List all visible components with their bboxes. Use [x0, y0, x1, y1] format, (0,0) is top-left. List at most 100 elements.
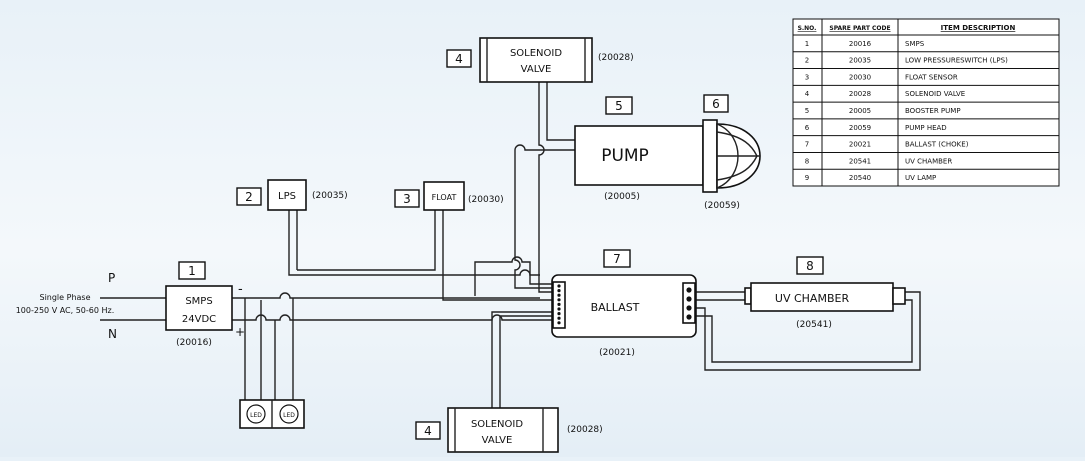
wire-sol-bottom-2	[499, 315, 555, 408]
table-cell-description: PUMP HEAD	[905, 124, 947, 132]
pump-number-box	[605, 96, 633, 115]
table-cell-description: BALLAST (CHOKE)	[905, 141, 969, 149]
float-number: 3	[403, 192, 411, 206]
ballast-input-pins	[557, 284, 561, 325]
table-cell-description: LOW PRESSURESWITCH (LPS)	[905, 57, 1008, 65]
wire-uv-return-inner	[695, 299, 913, 363]
solenoid-valve-top: 4 SOLENOID VALVE (20028)	[446, 37, 634, 83]
solenoid-bottom-number: 4	[424, 424, 432, 438]
uv-chamber-box	[750, 282, 894, 312]
lps-code: (20035)	[312, 191, 348, 201]
float-box	[423, 181, 465, 211]
ballast-component: 7 BALLAST (20021)	[551, 249, 697, 358]
table-header-row	[792, 18, 1060, 36]
solenoid-top-number: 4	[455, 52, 463, 66]
solenoid-top-box	[479, 37, 593, 83]
ballast-input-pin	[557, 312, 561, 316]
ballast-output-pin	[686, 296, 692, 302]
table-cell-sno: 4	[805, 90, 810, 98]
solenoid-top-line2: VALVE	[521, 64, 552, 75]
table-cell-sno: 6	[805, 124, 810, 132]
ballast-input-pin	[557, 289, 561, 293]
float-component: 3 FLOAT (20030)	[394, 181, 504, 211]
smps-label: SMPS	[185, 296, 212, 307]
table-cell-code: 20541	[849, 157, 871, 165]
table-cell-code: 20059	[849, 124, 871, 132]
ballast-input-pin	[557, 307, 561, 311]
smps-component: 1 SMPS 24VDC (20016) - +	[165, 261, 245, 348]
ballast-output-terminal	[682, 282, 696, 324]
uv-chamber-cap-left	[744, 287, 752, 305]
table-cell-sno: 7	[805, 141, 809, 149]
ballast-box	[551, 274, 697, 338]
wire-sol-top-1	[538, 82, 555, 293]
smps-number-box	[178, 261, 206, 280]
table-cell-code: 20030	[849, 73, 871, 81]
lps-number-box	[236, 187, 262, 206]
solenoid-valve-bottom: 4 SOLENOID VALVE (20028)	[415, 407, 603, 453]
wire-sol-top-2	[546, 82, 575, 141]
solenoid-bottom-box	[447, 407, 559, 453]
ballast-output-pins	[686, 287, 692, 320]
ballast-output-pin	[686, 305, 692, 311]
smps-box	[165, 285, 233, 331]
solenoid-top-line1: SOLENOID	[510, 48, 562, 59]
led-indicators: LED LED	[239, 399, 305, 429]
smps-number: 1	[188, 264, 196, 278]
uv-chamber-number: 8	[806, 259, 814, 273]
lps-number: 2	[245, 190, 253, 204]
pump-head-flange	[702, 119, 718, 193]
table-cell-sno: 8	[805, 157, 809, 165]
solenoid-top-code: (20028)	[598, 53, 634, 63]
ballast-number-box	[603, 249, 631, 268]
neutral-label: N	[108, 327, 117, 341]
wire-uv-return-outer	[695, 291, 921, 371]
solenoid-bottom-line2: VALVE	[482, 435, 513, 446]
table-cell-code: 20028	[849, 90, 871, 98]
supply-line1: Single Phase	[39, 293, 90, 302]
table-cell-description: FLOAT SENSOR	[905, 73, 958, 81]
ballast-input-pin	[557, 293, 561, 297]
uv-chamber-number-box	[796, 256, 824, 275]
pump-head-component: 6 (20059)	[702, 94, 761, 211]
pump-code: (20005)	[604, 192, 640, 202]
wire-pump-2	[474, 256, 555, 296]
ballast-input-pin	[557, 284, 561, 288]
ballast-output-pin	[686, 314, 692, 320]
wire-lps-float	[297, 210, 436, 271]
led-2-label: LED	[283, 412, 295, 419]
table-header-code: SPARE PART CODE	[829, 25, 890, 32]
smps-plus: +	[235, 325, 245, 339]
table-header-description: ITEM DESCRIPTION	[941, 24, 1016, 32]
solenoid-top-number-box	[446, 49, 472, 68]
pump-component: 5 PUMP (20005)	[574, 96, 704, 202]
wire-float-ballast	[442, 210, 555, 301]
float-label: FLOAT	[432, 193, 457, 202]
float-code: (20030)	[468, 195, 504, 205]
table-cell-description: UV LAMP	[905, 174, 936, 182]
smps-voltage: 24VDC	[182, 314, 216, 325]
wire-smps-negative	[232, 292, 540, 299]
table-cell-description: UV CHAMBER	[905, 157, 952, 165]
uv-chamber-code: (20541)	[796, 320, 832, 330]
pump-label: PUMP	[601, 146, 649, 166]
table-cell-sno: 2	[805, 57, 809, 65]
uv-chamber-component: 8 UV CHAMBER (20541)	[744, 256, 906, 330]
led-1-label: LED	[250, 412, 262, 419]
table-cell-description: SOLENOID VALVE	[905, 90, 965, 98]
wire-pump-1	[514, 144, 575, 289]
float-number-box	[394, 189, 420, 208]
wire-sol-bottom-1	[491, 311, 555, 408]
led-2-icon	[279, 404, 299, 424]
supply-labels: P N Single Phase 100-250 V AC, 50-60 Hz.	[16, 271, 117, 341]
table-cell-code: 20005	[849, 107, 871, 115]
table-header-sno: S.NO.	[798, 25, 817, 32]
uv-chamber-cap-right	[892, 287, 906, 305]
pump-head-code: (20059)	[704, 201, 740, 211]
solenoid-bottom-line1: SOLENOID	[471, 419, 523, 430]
table-cell-description: SMPS	[905, 40, 925, 48]
uv-chamber-label: UV CHAMBER	[775, 292, 850, 305]
spare-parts-table: S.NO. SPARE PART CODE ITEM DESCRIPTION 1…	[792, 18, 1060, 187]
